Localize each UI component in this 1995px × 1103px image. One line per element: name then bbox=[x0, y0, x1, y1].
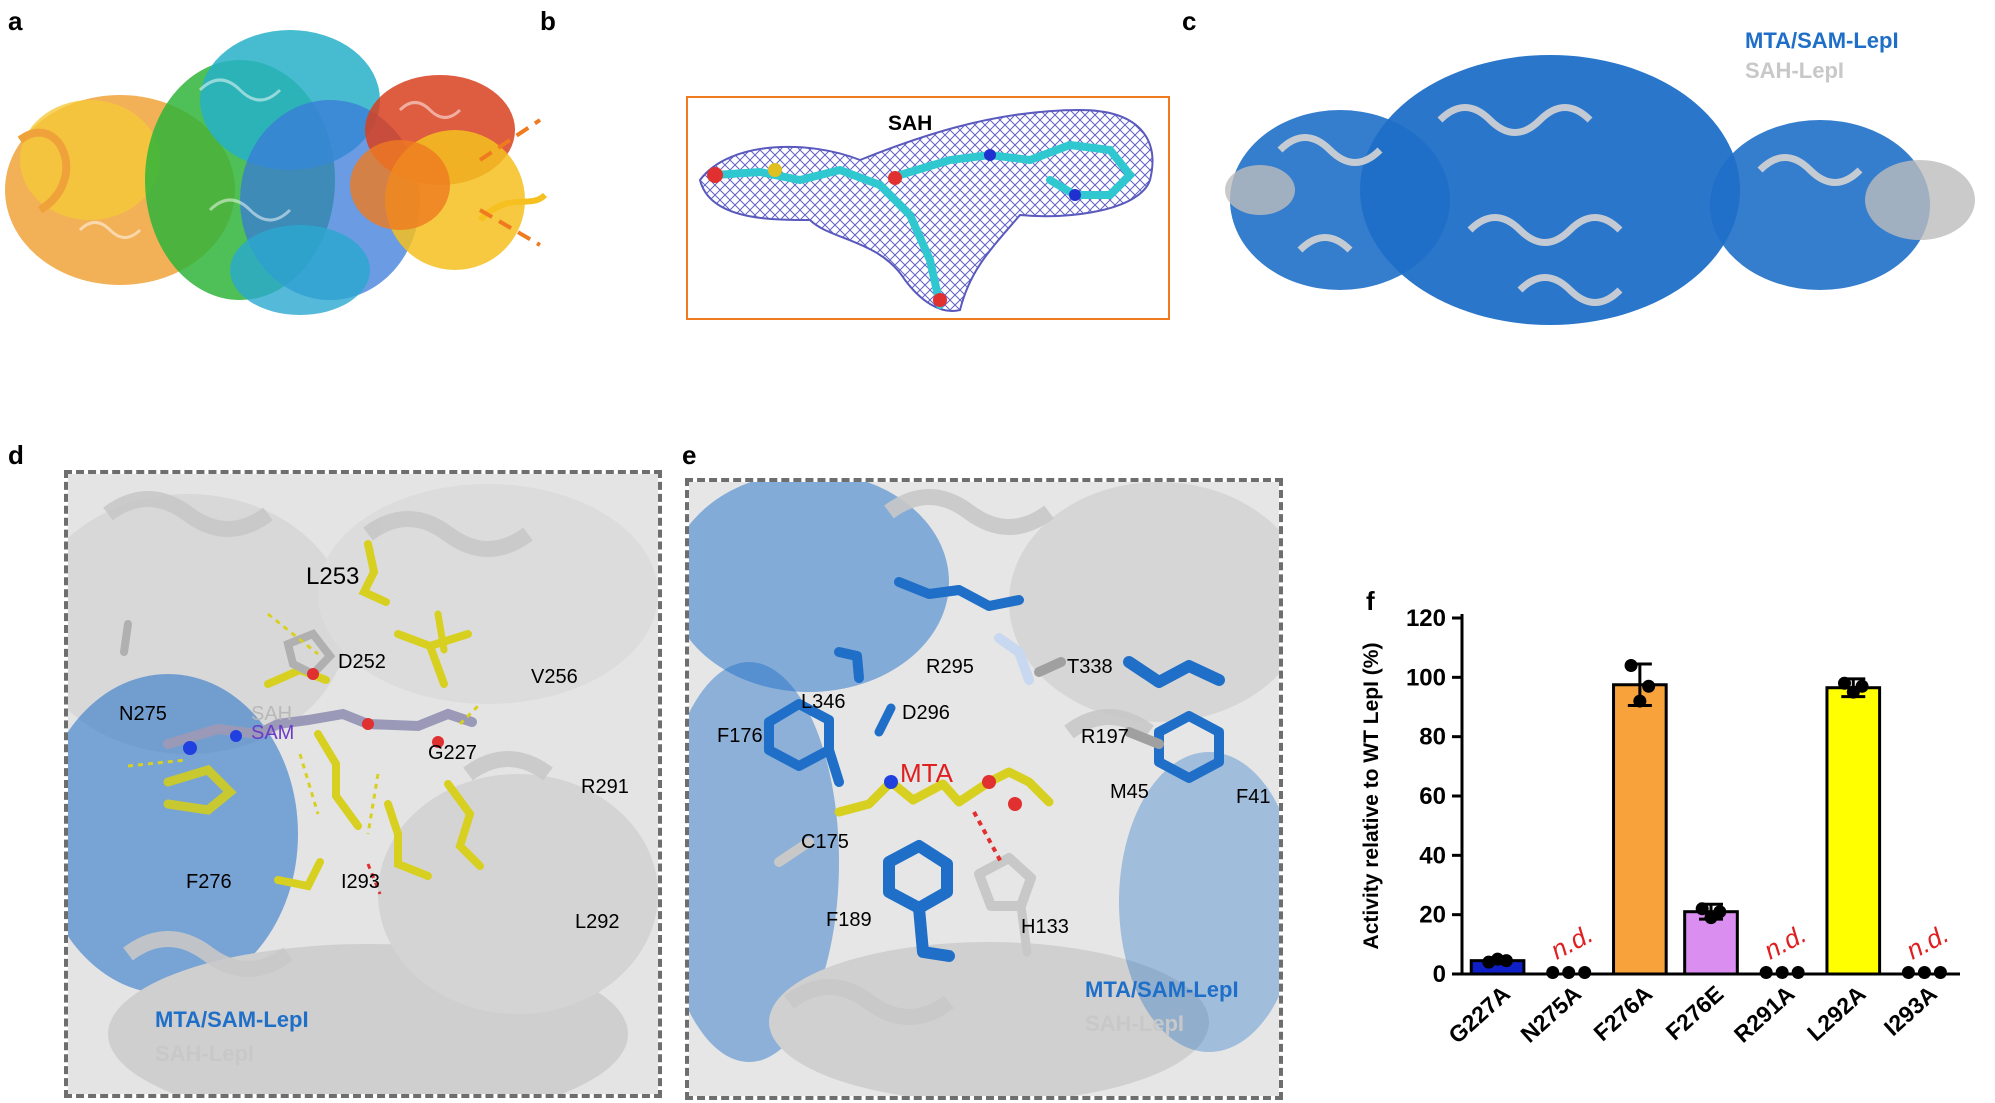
data-point-G227A-2 bbox=[1499, 954, 1513, 968]
data-point-I293A-2 bbox=[1933, 966, 1947, 980]
residue-label-d-8: I293 bbox=[341, 871, 380, 893]
residue-label-d-5: G227 bbox=[428, 742, 477, 764]
residue-label-d-4: N275 bbox=[119, 703, 167, 725]
y-tick-label-0: 0 bbox=[1433, 961, 1446, 988]
chart-bars bbox=[1469, 658, 1947, 980]
residue-label-e-1: R295 bbox=[926, 656, 974, 678]
residue-label-e-9: C175 bbox=[801, 831, 849, 853]
y-tick-label-4: 80 bbox=[1419, 724, 1446, 751]
ligand-label-sam: SAM bbox=[251, 722, 295, 744]
data-point-F276E-0 bbox=[1695, 902, 1709, 916]
sah-density-map bbox=[698, 108, 1154, 312]
data-point-N275A-2 bbox=[1578, 966, 1592, 980]
sah-label: SAH bbox=[888, 112, 933, 135]
residue-label-e-5: F176 bbox=[717, 725, 763, 747]
panel-e-legend-grey: SAH-LepI bbox=[1085, 1011, 1184, 1036]
data-point-I293A-0 bbox=[1901, 966, 1915, 980]
panel-d-frame bbox=[64, 470, 662, 1098]
panel-e-frame bbox=[685, 478, 1283, 1100]
protein-overlay-cartoon bbox=[1225, 55, 1975, 325]
residue-label-e-11: H133 bbox=[1021, 916, 1069, 938]
nd-label-N275A: n.d. bbox=[1545, 918, 1597, 965]
y-axis-title: Activity relative to WT LepI (%) bbox=[1360, 643, 1383, 950]
data-point-N275A-1 bbox=[1562, 966, 1576, 980]
data-point-F276A-0 bbox=[1624, 658, 1638, 672]
data-point-R291A-0 bbox=[1759, 966, 1773, 980]
y-tick-label-6: 120 bbox=[1406, 605, 1446, 632]
panel-b-letter: b bbox=[540, 6, 556, 36]
nd-label-R291A: n.d. bbox=[1759, 918, 1811, 965]
panel-d-legend-blue: MTA/SAM-LepI bbox=[155, 1007, 309, 1032]
residue-label-e-10: F189 bbox=[826, 909, 872, 931]
x-tick-label-I293A: I293A bbox=[1879, 980, 1942, 1040]
bar-F276E bbox=[1683, 910, 1739, 976]
active-site-view-e bbox=[689, 482, 1279, 1096]
x-tick-label-L292A: L292A bbox=[1802, 980, 1871, 1046]
y-tick-label-1: 20 bbox=[1419, 902, 1446, 929]
panel-d-letter: d bbox=[8, 440, 24, 470]
data-point-F276E-2 bbox=[1713, 905, 1727, 919]
data-point-L292A-0 bbox=[1837, 676, 1851, 690]
density-map-frame bbox=[686, 96, 1170, 320]
data-point-I293A-1 bbox=[1917, 966, 1931, 980]
panel-c-legend-grey: SAH-LepI bbox=[1745, 58, 1844, 83]
panel-d-legend-grey: SAH-LepI bbox=[155, 1041, 254, 1066]
x-tick-label-N275A: N275A bbox=[1515, 980, 1586, 1047]
x-tick-label-F276A: F276A bbox=[1588, 980, 1657, 1046]
data-point-R291A-1 bbox=[1775, 966, 1789, 980]
residue-label-d-2: D252 bbox=[338, 651, 386, 673]
residue-label-e-2: T338 bbox=[1067, 656, 1113, 678]
residue-label-d-6: R291 bbox=[581, 776, 629, 798]
mta-ligand-label: MTA bbox=[900, 758, 953, 788]
nd-label-I293A: n.d. bbox=[1901, 918, 1953, 965]
ligand-label-sah: SAH bbox=[251, 703, 293, 725]
data-point-L292A-2 bbox=[1855, 679, 1869, 693]
bar-F276A bbox=[1612, 683, 1668, 976]
panel-e-letter: e bbox=[682, 440, 697, 470]
panel-c-legend-blue: MTA/SAM-LepI bbox=[1745, 28, 1899, 53]
residue-label-e-7: M45 bbox=[1110, 781, 1149, 803]
residue-label-d-7: F276 bbox=[186, 871, 232, 893]
panel-f-letter: f bbox=[1366, 586, 1375, 616]
x-tick-label-G227A: G227A bbox=[1443, 980, 1515, 1048]
y-tick-label-2: 40 bbox=[1419, 842, 1446, 869]
protein-cartoon-rainbow bbox=[5, 30, 548, 315]
data-point-F276A-2 bbox=[1642, 679, 1656, 693]
data-point-R291A-2 bbox=[1791, 966, 1805, 980]
bar-L292A bbox=[1825, 686, 1882, 976]
zoom-connector-lines bbox=[478, 118, 542, 247]
residue-label-e-3: L346 bbox=[801, 691, 846, 713]
panel-e-legend-blue: MTA/SAM-LepI bbox=[1085, 977, 1239, 1002]
y-tick-label-3: 60 bbox=[1419, 783, 1446, 810]
residue-label-d-9: L292 bbox=[575, 911, 620, 933]
panel-c-letter: c bbox=[1182, 6, 1197, 36]
data-point-F276A-1 bbox=[1633, 694, 1647, 708]
data-point-N275A-0 bbox=[1546, 966, 1560, 980]
residue-label-e-6: R197 bbox=[1081, 726, 1129, 748]
residue-label-e-4: D296 bbox=[902, 702, 950, 724]
x-tick-label-R291A: R291A bbox=[1729, 980, 1800, 1047]
residue-label-e-8: F41 bbox=[1236, 786, 1271, 808]
panel-a-letter: a bbox=[8, 6, 23, 36]
y-tick-label-5: 100 bbox=[1406, 664, 1446, 691]
active-site-view-d bbox=[68, 474, 658, 1094]
residue-label-d-3: V256 bbox=[531, 666, 578, 688]
residue-label-d-1: L253 bbox=[306, 563, 360, 590]
x-tick-label-F276E: F276E bbox=[1661, 980, 1729, 1045]
